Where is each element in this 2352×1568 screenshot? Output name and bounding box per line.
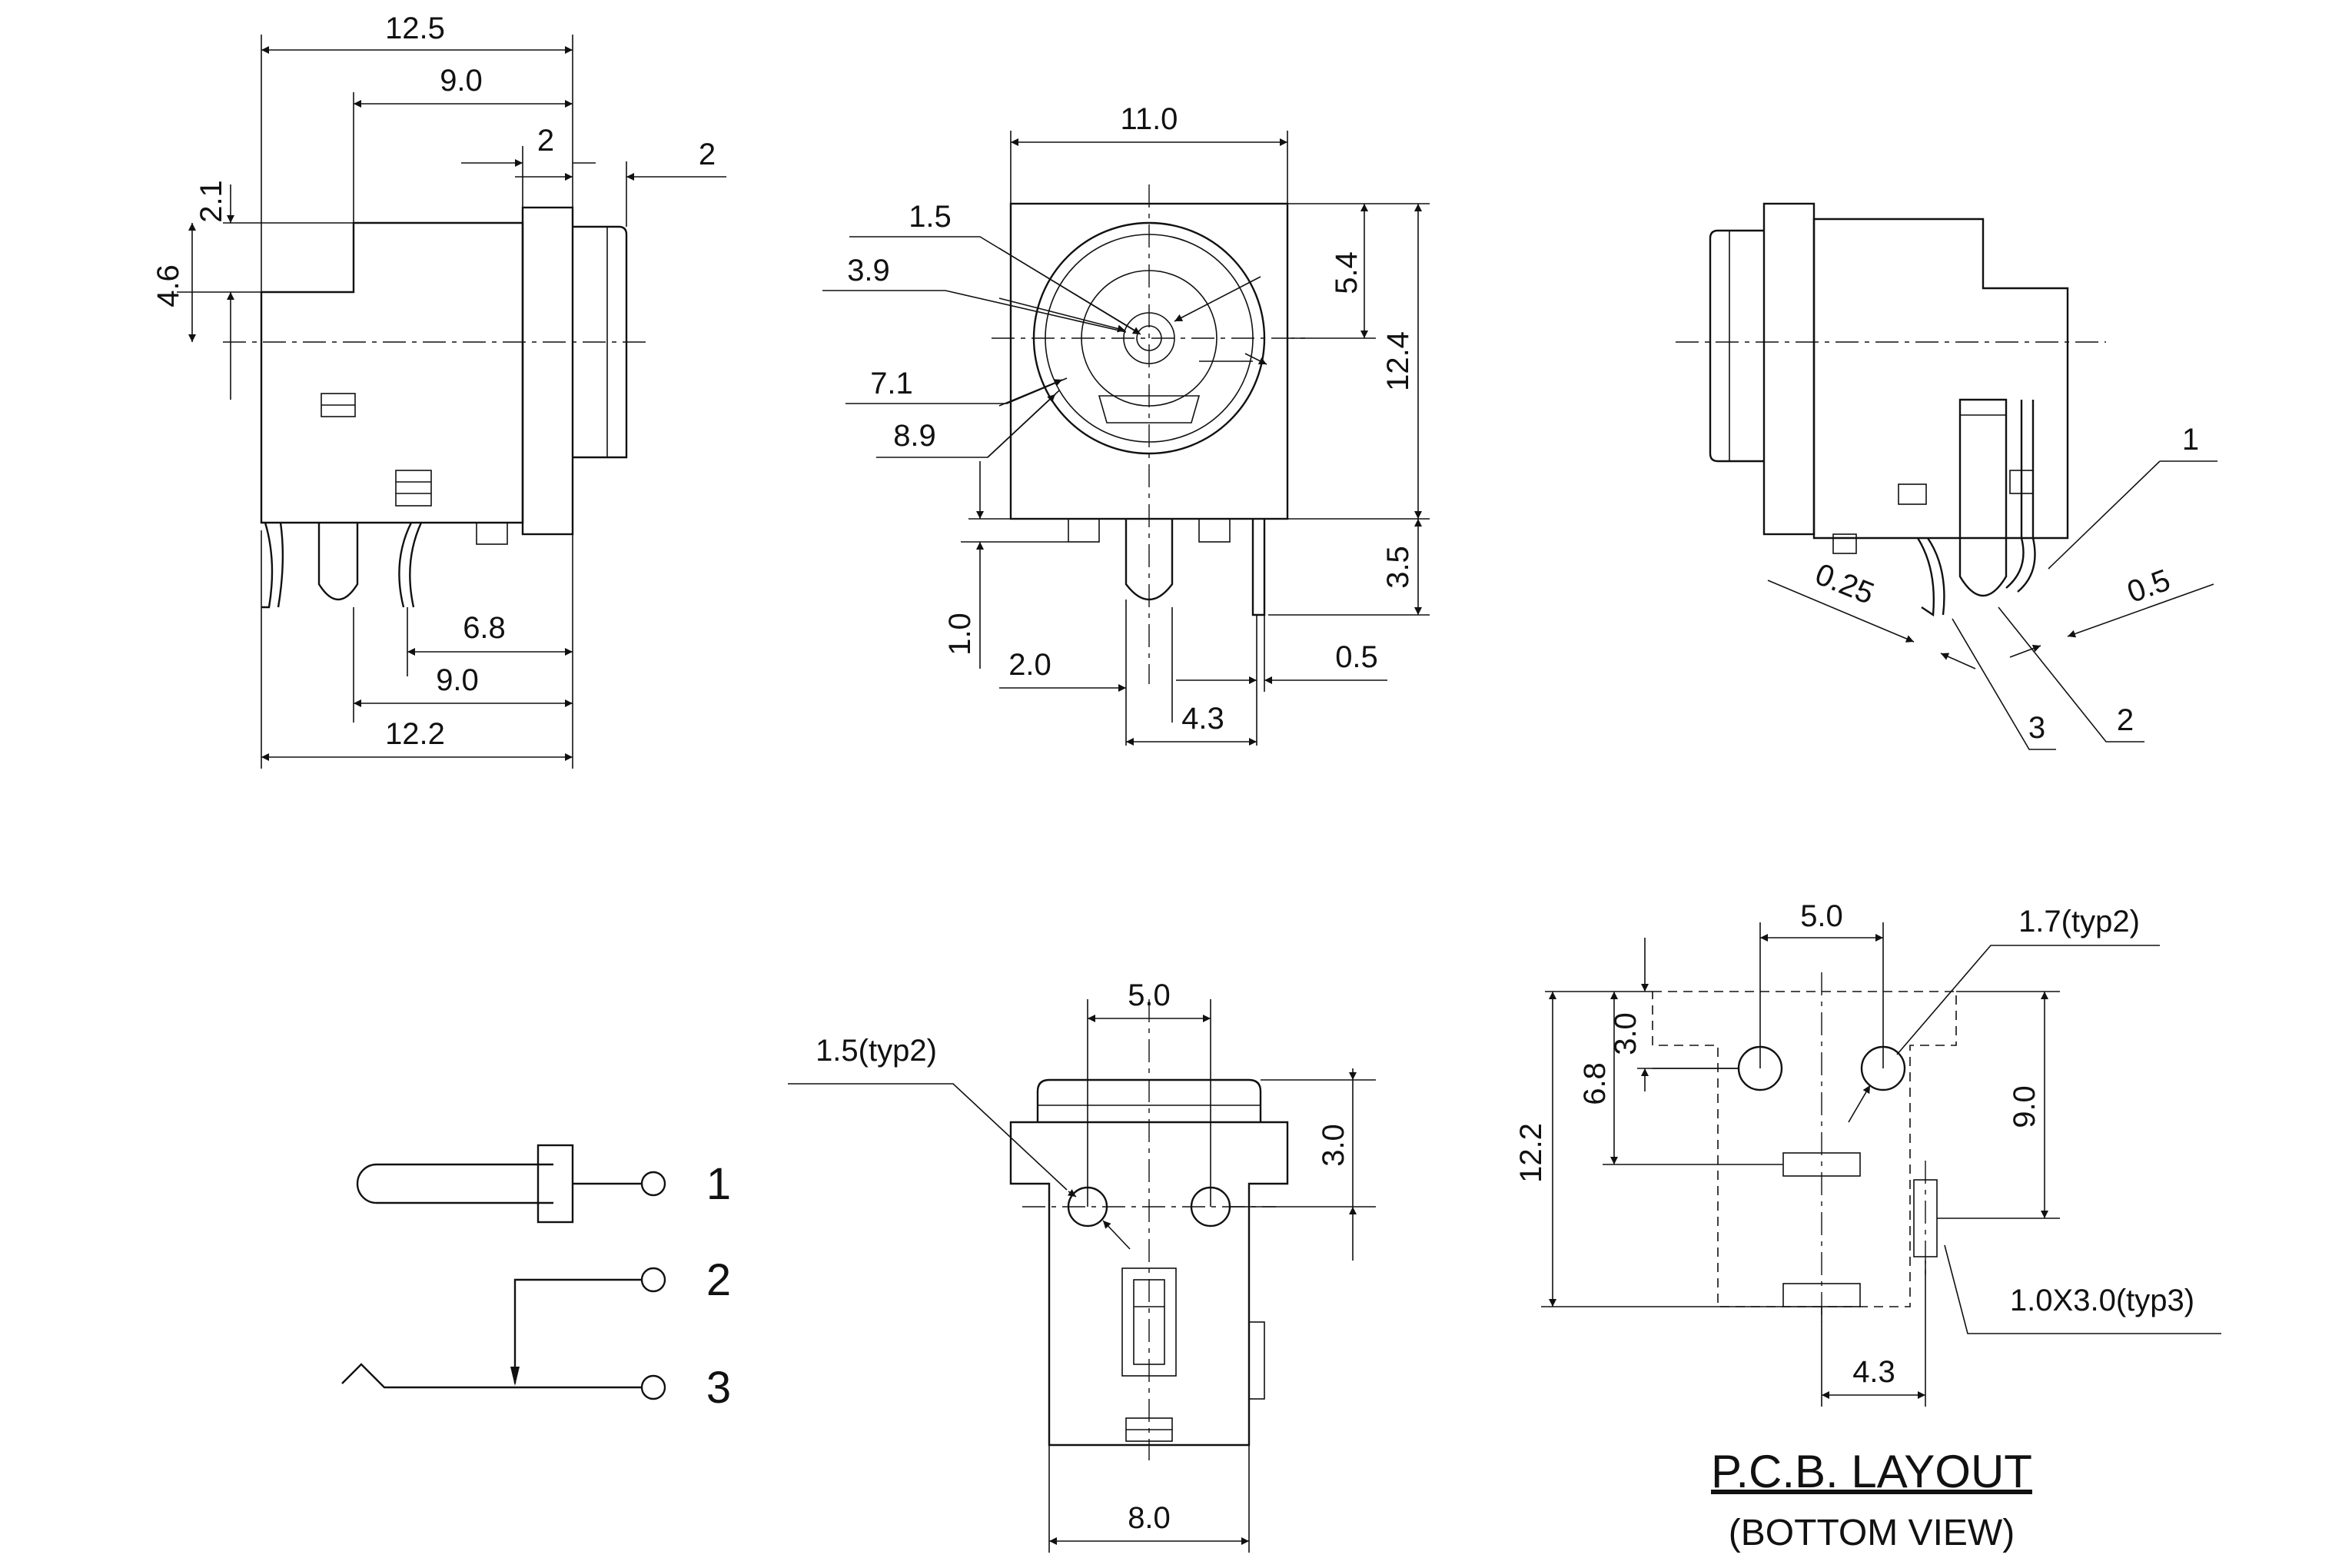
dim-slot-size: 1.0X3.0(typ3) bbox=[2010, 1284, 2194, 1317]
dim-peg-pitch: 5.0 bbox=[1128, 978, 1171, 1012]
side-view-outline bbox=[223, 206, 646, 609]
pcb-layout-title: P.C.B. LAYOUT bbox=[1711, 1446, 2032, 1497]
pcb-layout-dimensions: 5.0 1.7(typ2) 3.0 6.8 12.2 9.0 1.0X3.0(t… bbox=[1514, 899, 2221, 1407]
dim-slot-pitch: 4.3 bbox=[1852, 1355, 1895, 1389]
dim-peg-hole: 1.7(typ2) bbox=[2018, 905, 2140, 938]
dim-peg-pitch: 5.0 bbox=[1800, 899, 1843, 933]
schematic-pin-1: 1 bbox=[706, 1159, 731, 1209]
bottom-view: 5.0 1.5(typ2) 3.0 8.0 bbox=[788, 978, 1376, 1553]
schematic-terminal-1 bbox=[640, 1171, 666, 1197]
schematic-pin-2: 2 bbox=[706, 1255, 731, 1305]
pcb-layout-outline bbox=[1652, 972, 1957, 1322]
dim-body-length: 9.0 bbox=[440, 64, 483, 98]
dim-hole-2: 3.9 bbox=[847, 254, 890, 287]
pcb-layout-subtitle: (BOTTOM VIEW) bbox=[1729, 1513, 2015, 1553]
dim-height: 12.4 bbox=[1381, 331, 1415, 391]
dim-pin-2: 9.0 bbox=[436, 663, 479, 697]
dim-peg-dia: 1.5(typ2) bbox=[816, 1034, 937, 1068]
dim-overall-length: 12.5 bbox=[385, 12, 445, 45]
bottom-view-outline bbox=[1009, 999, 1289, 1460]
label-pin-1: 1 bbox=[2182, 423, 2199, 457]
dim-pin-length: 3.5 bbox=[1381, 546, 1415, 589]
dim-ring-2: 7.1 bbox=[870, 367, 913, 400]
side-view-dimensions: 12.5 9.0 2 2 2.1 4.6 6.8 9.0 12.2 bbox=[151, 12, 726, 769]
rear-view: 1 2 3 0.25 0.5 bbox=[1676, 202, 2217, 750]
dim-slot-row-1: 6.8 bbox=[1578, 1062, 1612, 1105]
dim-ring-1: 5.4 bbox=[1330, 251, 1364, 294]
dim-thick-2: 0.5 bbox=[2123, 563, 2174, 610]
dim-pin-1: 6.8 bbox=[463, 611, 506, 645]
dim-side-slot: 9.0 bbox=[2008, 1085, 2041, 1128]
dim-center-height: 4.6 bbox=[151, 264, 185, 307]
schematic-terminal-3 bbox=[640, 1374, 666, 1400]
schematic-terminal-2 bbox=[640, 1267, 666, 1293]
pcb-layout: 5.0 1.7(typ2) 3.0 6.8 12.2 9.0 1.0X3.0(t… bbox=[1514, 899, 2221, 1553]
front-view-outline bbox=[992, 184, 1307, 684]
bottom-view-dimensions: 5.0 1.5(typ2) 3.0 8.0 bbox=[788, 978, 1376, 1553]
rear-view-dimensions: 1 2 3 0.25 0.5 bbox=[1767, 423, 2217, 750]
front-view: 11.0 1.5 3.9 5.4 12.4 7.1 8.9 bbox=[822, 102, 1430, 746]
rear-view-outline bbox=[1676, 202, 2106, 617]
dim-pin-pitch: 4.3 bbox=[1181, 702, 1224, 736]
dim-peg-offset: 3.0 bbox=[1317, 1124, 1350, 1167]
front-view-dimensions: 11.0 1.5 3.9 5.4 12.4 7.1 8.9 bbox=[822, 102, 1430, 746]
schematic-pin-3: 3 bbox=[706, 1363, 731, 1413]
side-view: 12.5 9.0 2 2 2.1 4.6 6.8 9.0 12.2 bbox=[151, 12, 726, 769]
dim-total-height: 12.2 bbox=[1514, 1123, 1548, 1183]
dim-width: 8.0 bbox=[1128, 1501, 1171, 1535]
dim-pin-offset: 2.0 bbox=[1008, 648, 1051, 682]
dim-nose: 2 bbox=[699, 138, 716, 171]
dim-width: 11.0 bbox=[1121, 102, 1178, 136]
dim-flange: 2 bbox=[537, 124, 554, 158]
dim-standoff: 1.0 bbox=[943, 613, 977, 656]
label-pin-2: 2 bbox=[2117, 703, 2134, 737]
dim-ring-3: 8.9 bbox=[893, 419, 936, 453]
dim-hole-1: 1.5 bbox=[909, 200, 952, 234]
dim-step-height: 2.1 bbox=[194, 180, 228, 223]
dim-pin-thick: 0.5 bbox=[1335, 640, 1378, 674]
schematic: 1 2 3 bbox=[341, 1144, 731, 1413]
label-pin-3: 3 bbox=[2028, 711, 2045, 745]
dim-pin-3: 12.2 bbox=[385, 717, 445, 751]
